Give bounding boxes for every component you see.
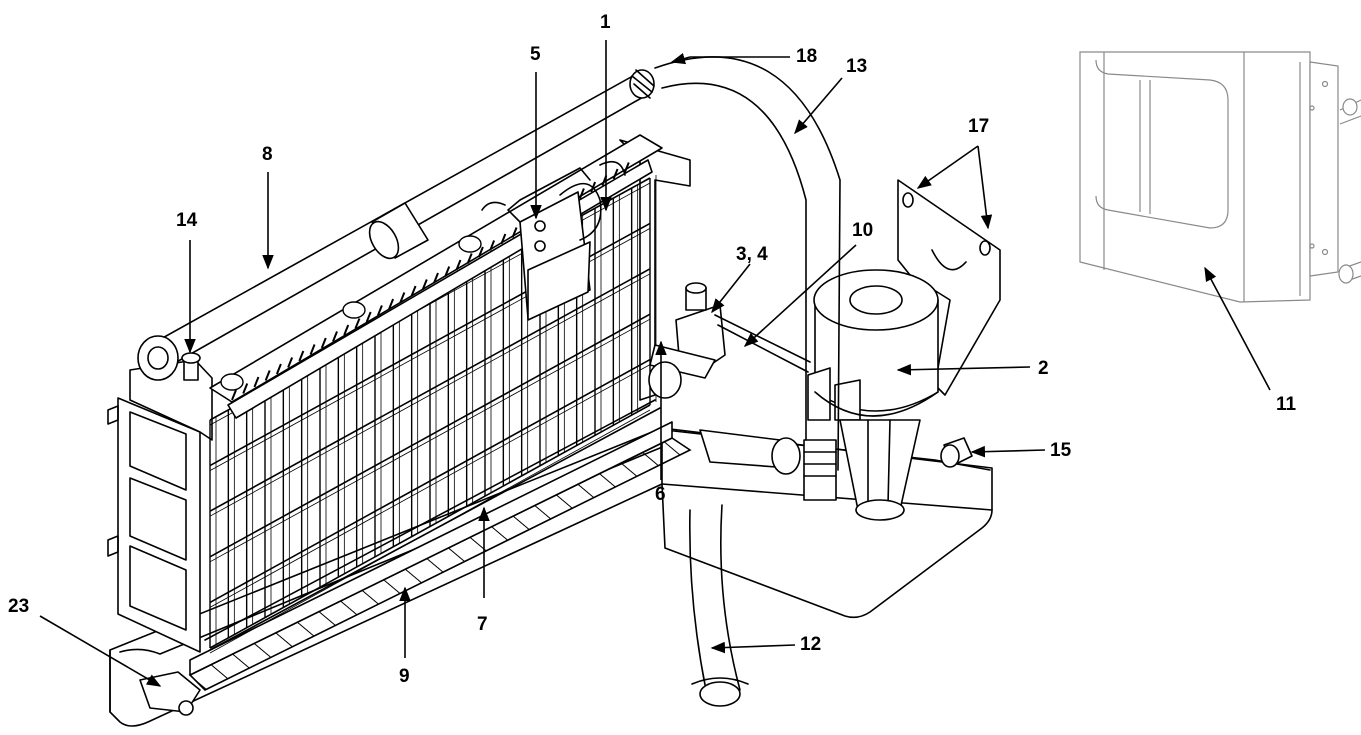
- water-tray-drawing: [109, 421, 993, 727]
- callout-23: 23: [8, 596, 29, 617]
- leader-lines: [39, 40, 1271, 687]
- callout-8: 8: [262, 144, 273, 165]
- callout-15: 15: [1050, 440, 1072, 461]
- callout-1: 1: [600, 12, 611, 33]
- callout-3-4: 3, 4: [736, 244, 768, 265]
- callout-9: 9: [399, 666, 410, 687]
- callout-10: 10: [852, 220, 873, 241]
- callout-11: 11: [1276, 394, 1297, 415]
- callout-5: 5: [530, 44, 541, 65]
- callout-2: 2: [1038, 358, 1049, 379]
- pump-motor-drawing: [699, 179, 1001, 521]
- callout-17: 17: [968, 116, 989, 137]
- water-valve-drawing: [648, 282, 811, 399]
- callout-12: 12: [800, 634, 821, 655]
- callout-13: 13: [846, 56, 867, 77]
- frame-drawing: [107, 139, 691, 653]
- callout-14: 14: [176, 210, 198, 231]
- callout-7: 7: [477, 614, 488, 635]
- callout-6: 6: [655, 484, 666, 505]
- bin-sensor-drawing: [481, 160, 626, 321]
- callout-labels: 1 2 3, 4 5 6 7 8 9 10 11 12 13 14 15 17 …: [8, 12, 1297, 687]
- hose-drawing: [654, 56, 841, 707]
- callout-18: 18: [796, 46, 817, 67]
- cover-inset-drawing: [1079, 51, 1361, 303]
